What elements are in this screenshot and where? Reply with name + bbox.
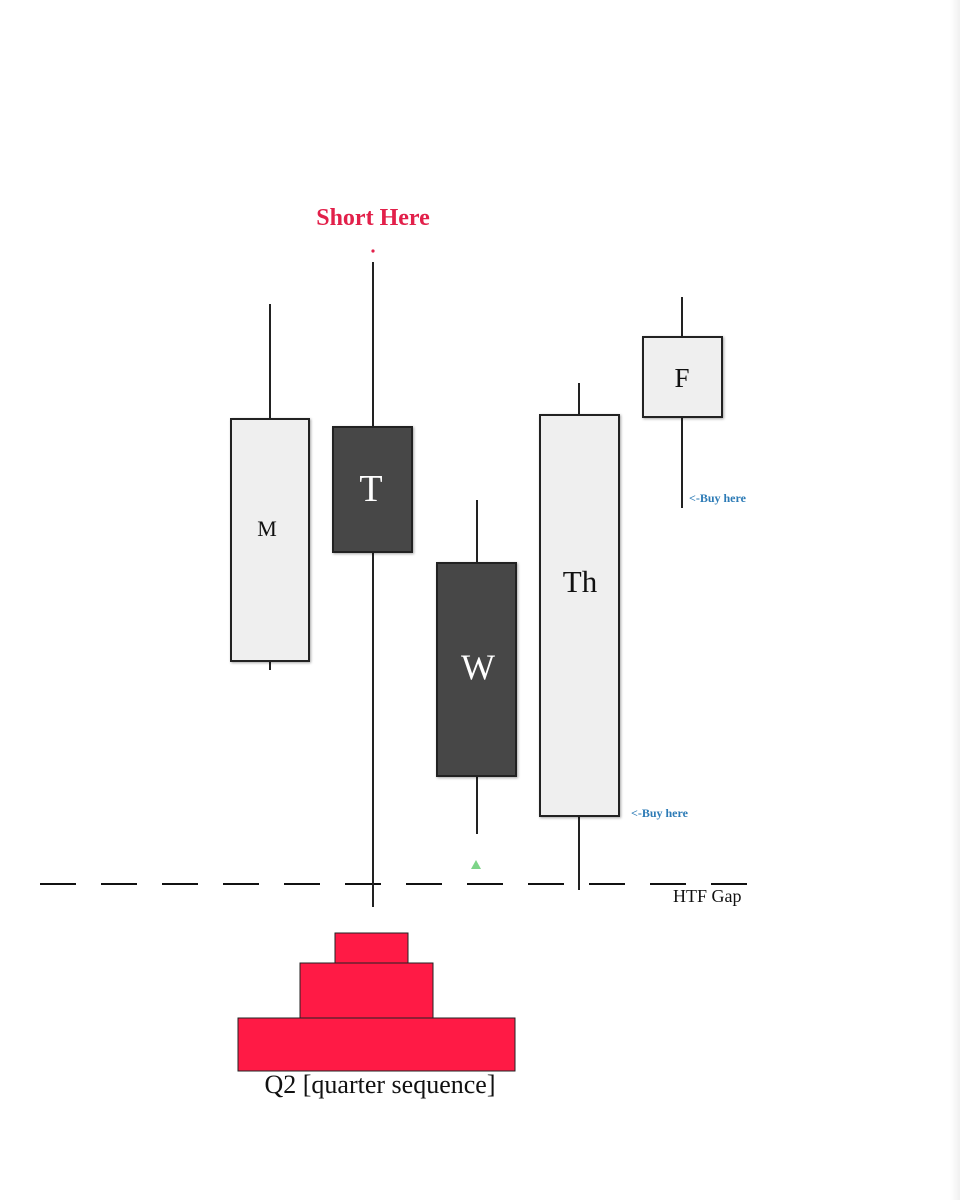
page-edge-shadow [950,0,960,1200]
candle-thursday-body [539,414,620,817]
candle-friday-body [642,336,723,418]
buy-here-thursday-label: <-Buy here [631,806,689,820]
candle-monday-label: M [257,516,277,541]
short-here-label: Short Here [316,205,430,231]
buy-here-friday-label: <-Buy here [689,491,747,505]
pyramid-middle-block [299,962,434,1019]
candle-wednesday: W [436,500,517,834]
quarter-sequence-pyramid [237,932,516,1072]
candle-friday: F [642,297,723,508]
candle-thursday: Th [539,383,620,890]
candle-wednesday-label: W [461,647,495,687]
quarter-sequence-label: Q2 [quarter sequence] [265,1070,496,1099]
short-here-marker [371,249,375,253]
pyramid-bottom-block [237,1017,516,1072]
candle-tuesday-body [332,426,413,553]
candle-tuesday: T [332,262,413,907]
candle-thursday-label: Th [563,564,598,599]
htf-gap-label: HTF Gap [673,886,742,906]
green-triangle-marker [471,860,481,869]
candle-monday: M [230,304,310,670]
candle-tuesday-label: T [359,468,382,510]
pyramid-top-block [334,932,409,964]
candle-friday-label: F [674,363,689,393]
candle-monday-body [230,418,310,662]
candle-wednesday-body [436,562,517,777]
